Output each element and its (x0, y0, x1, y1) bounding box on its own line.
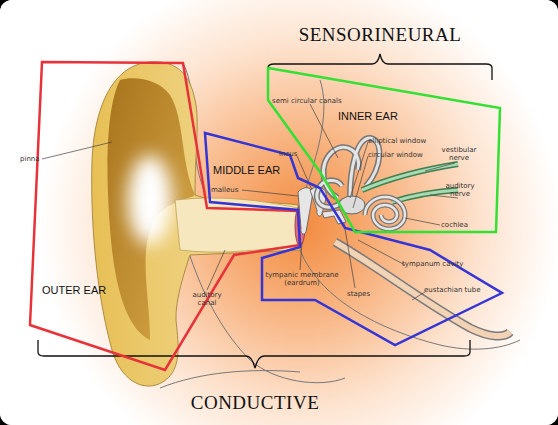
part-label: elliptical window (368, 137, 426, 145)
region-label: OUTER EAR (42, 284, 106, 296)
part-label: malleus (211, 186, 238, 194)
part-label: circular window (368, 151, 423, 159)
part-label: auditory nerve (438, 182, 482, 198)
ear-region: MIDDLE EAR (203, 131, 505, 347)
region-label: INNER EAR (338, 110, 398, 122)
leader-lines (42, 104, 458, 300)
region-label: MIDDLE EAR (213, 164, 280, 176)
region-outline (28, 58, 304, 372)
part-label: cochlea (441, 221, 468, 229)
bracket-label: SENSORINEURAL (280, 24, 480, 46)
part-label: tympanum cavity (402, 260, 463, 268)
ear-region: OUTER EAR (28, 58, 304, 372)
region-border (205, 133, 502, 345)
bracket-lines (38, 54, 492, 368)
region-border (30, 62, 300, 370)
region-outline (203, 131, 505, 347)
part-label: pinna (20, 155, 40, 163)
part-label: vestibular nerve (436, 146, 482, 162)
eustachian-tube-drawing (335, 242, 510, 336)
part-label: semi circular canals (272, 97, 342, 105)
part-label: incus (279, 150, 297, 158)
part-label: auditory canal (186, 291, 228, 307)
ossicles-drawing (298, 187, 346, 234)
pinna-drawing (92, 62, 300, 386)
skin-contours (160, 63, 520, 388)
part-label: eustachian tube (424, 286, 481, 294)
part-label: tympanic membrane (eardrum) (262, 271, 342, 287)
bracket-label: CONDUCTIVE (155, 392, 355, 414)
part-label: stapes (347, 290, 370, 298)
region-border (268, 68, 500, 232)
cochlea-drawing (365, 197, 405, 229)
